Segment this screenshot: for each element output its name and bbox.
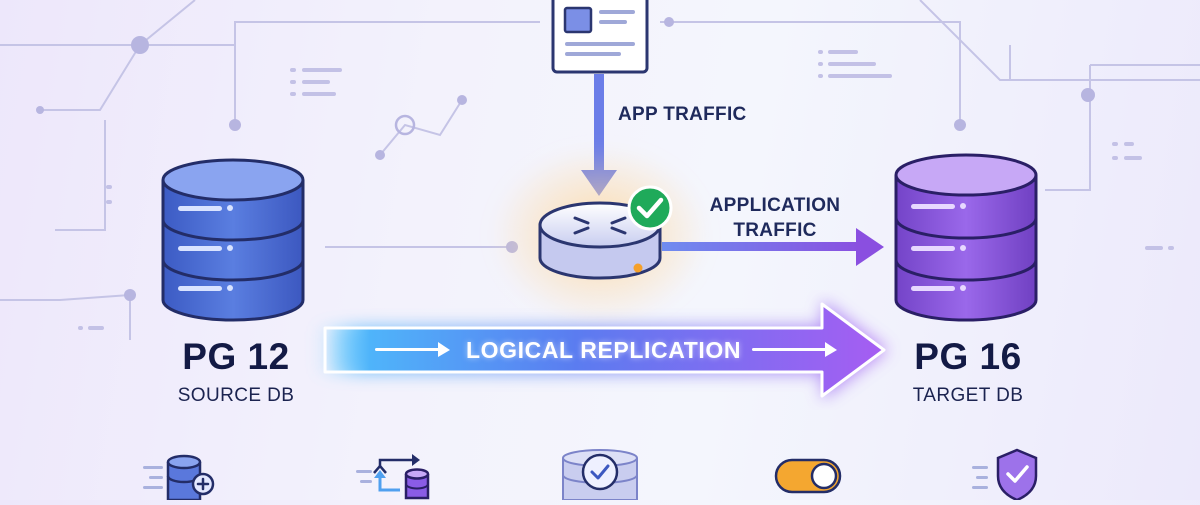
add-database-icon: [143, 454, 215, 502]
background-circuit: [0, 0, 1200, 340]
source-db-role: SOURCE DB: [177, 385, 295, 406]
toggle-switch-icon: [774, 458, 842, 494]
verified-database-icon: [562, 449, 638, 501]
target-db-name: PG 16: [914, 336, 1022, 377]
target-db-role: TARGET DB: [912, 385, 1024, 406]
logical-replication-label: LOGICAL REPLICATION: [466, 337, 742, 363]
source-database-icon: [161, 158, 305, 322]
shield-check-icon: [972, 448, 1038, 502]
application-window-icon: [551, 0, 649, 74]
sync-transfer-icon: [356, 454, 430, 500]
application-traffic-label: APPLICATION TRAFFIC: [690, 193, 860, 243]
logical-replication-arrow: [315, 300, 888, 400]
target-database-icon: [894, 153, 1038, 322]
application-traffic-line-2: TRAFFIC: [733, 220, 817, 241]
check-badge-icon: [627, 185, 673, 231]
source-db-name: PG 12: [182, 336, 290, 377]
application-traffic-line-1: APPLICATION: [709, 195, 841, 216]
application-traffic-arrow: [662, 228, 884, 266]
app-traffic-label: APP TRAFFIC: [618, 104, 747, 125]
